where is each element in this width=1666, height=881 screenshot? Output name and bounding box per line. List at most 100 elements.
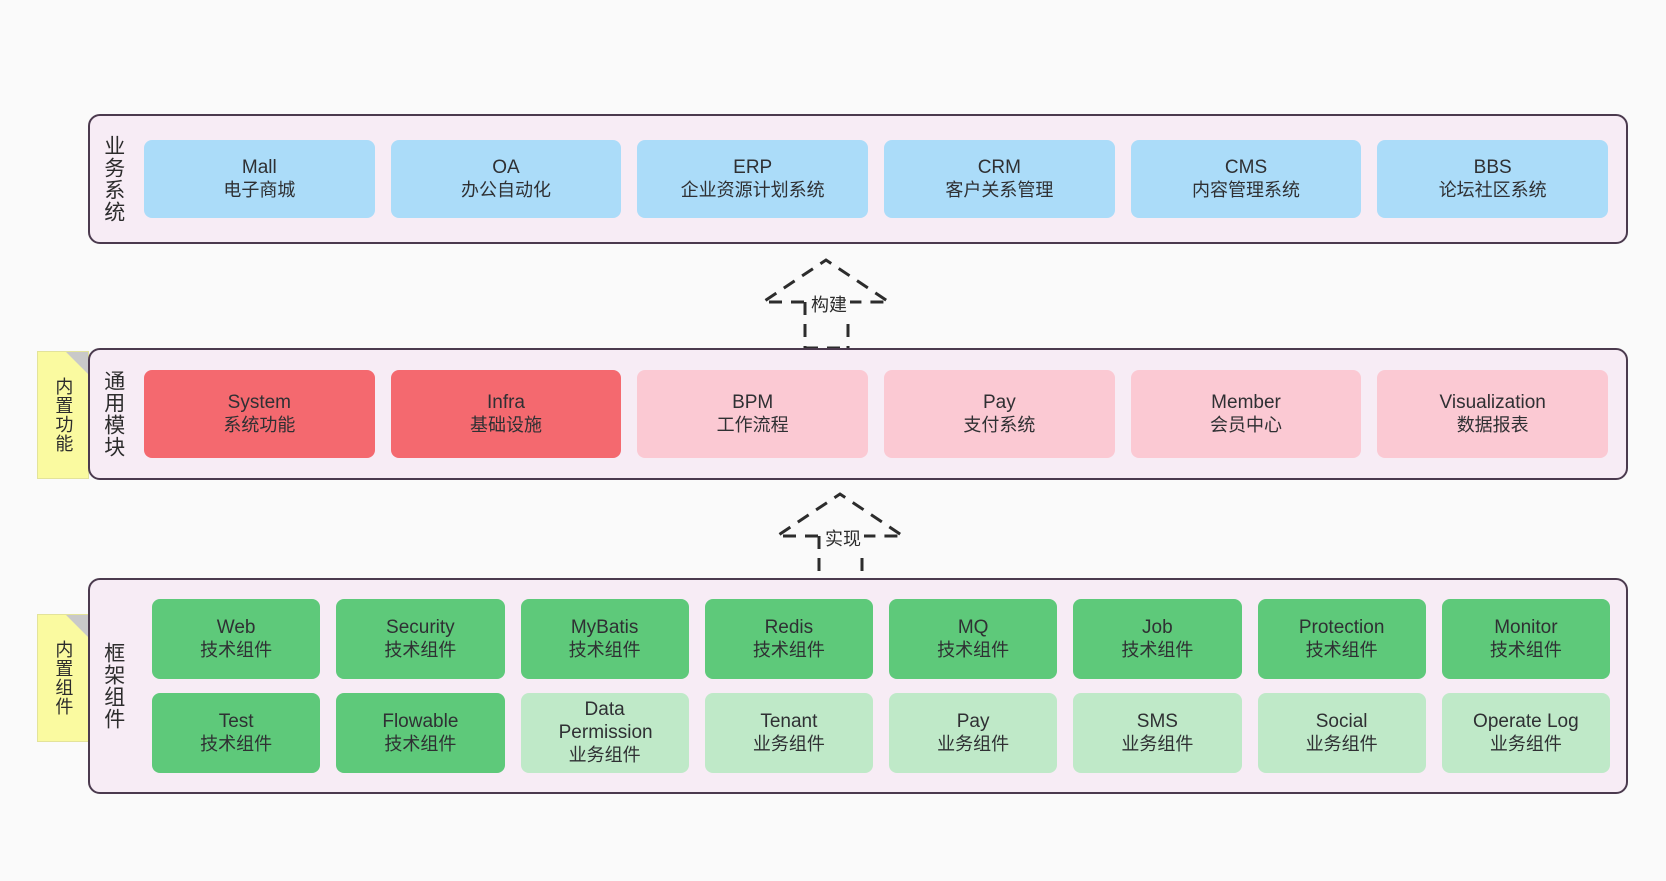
card-data-permission[interactable]: Data Permission 业务组件 <box>520 693 689 773</box>
card-title: System <box>227 391 292 413</box>
card-subtitle: 办公自动化 <box>461 179 551 200</box>
card-subtitle: 业务组件 <box>1489 733 1562 754</box>
card-job[interactable]: Job 技术组件 <box>1073 599 1242 679</box>
card-slot: MyBatis 技术组件 <box>513 599 697 679</box>
card-title: BPM <box>732 391 774 413</box>
card-slot: Visualization 数据报表 <box>1369 370 1616 458</box>
card-social[interactable]: Social 业务组件 <box>1257 693 1426 773</box>
card-cms[interactable]: CMS 内容管理系统 <box>1130 140 1362 218</box>
card-slot: Redis 技术组件 <box>697 599 881 679</box>
card-subtitle: 技术组件 <box>1489 639 1562 660</box>
card-bbs[interactable]: BBS 论坛社区系统 <box>1377 140 1609 218</box>
card-subtitle: 技术组件 <box>568 639 641 660</box>
card-mq[interactable]: MQ 技术组件 <box>889 599 1058 679</box>
card-slot: Operate Log 业务组件 <box>1434 693 1618 773</box>
layer-title-business-system: 业务系统 <box>101 135 125 223</box>
card-bpm[interactable]: BPM 工作流程 <box>637 370 869 458</box>
card-slot: Monitor 技术组件 <box>1434 599 1618 679</box>
card-erp[interactable]: ERP 企业资源计划系统 <box>637 140 869 218</box>
card-subtitle: 业务组件 <box>1305 733 1378 754</box>
card-slot: Infra 基础设施 <box>383 370 630 458</box>
connector-realize: 实现 <box>770 492 930 584</box>
card-slot: Web 技术组件 <box>144 599 328 679</box>
card-slot: Pay 业务组件 <box>881 693 1065 773</box>
card-sms[interactable]: SMS 业务组件 <box>1073 693 1242 773</box>
card-title: MQ <box>957 616 989 638</box>
card-visualization[interactable]: Visualization 数据报表 <box>1377 370 1609 458</box>
card-title: Pay <box>982 391 1016 413</box>
card-operate-log[interactable]: Operate Log 业务组件 <box>1441 693 1610 773</box>
card-crm[interactable]: CRM 客户关系管理 <box>884 140 1115 218</box>
layer-common-module: 通用模块 System 系统功能 Infra 基础设施 BPM 工作流程 Pay… <box>88 348 1628 480</box>
connector-realize-label: 实现 <box>822 529 864 550</box>
card-title: CRM <box>977 156 1021 178</box>
card-member[interactable]: Member 会员中心 <box>1130 370 1362 458</box>
card-title: SMS <box>1136 710 1178 732</box>
card-slot: MQ 技术组件 <box>881 599 1065 679</box>
card-slot: Member 会员中心 <box>1123 370 1370 458</box>
card-title: BBS <box>1473 156 1512 178</box>
card-system[interactable]: System 系统功能 <box>144 370 375 458</box>
card-subtitle: 技术组件 <box>384 733 457 754</box>
card-slot: OA 办公自动化 <box>383 140 630 218</box>
card-title: OA <box>492 156 520 178</box>
card-pay[interactable]: Pay 支付系统 <box>884 370 1115 458</box>
card-redis[interactable]: Redis 技术组件 <box>704 599 873 679</box>
card-subtitle: 基础设施 <box>470 414 542 435</box>
layer-framework-component: 框架组件 Web 技术组件 Security 技术组件 MyBatis 技术组件 <box>88 578 1628 794</box>
card-slot: Tenant 业务组件 <box>697 693 881 773</box>
card-slot: CMS 内容管理系统 <box>1123 140 1370 218</box>
card-title: Monitor <box>1494 616 1558 638</box>
common-module-cards: System 系统功能 Infra 基础设施 BPM 工作流程 Pay 支付系统 <box>136 350 1626 478</box>
card-title: MyBatis <box>570 616 639 638</box>
card-monitor[interactable]: Monitor 技术组件 <box>1441 599 1610 679</box>
card-mybatis[interactable]: MyBatis 技术组件 <box>520 599 689 679</box>
card-subtitle: 业务组件 <box>1121 733 1194 754</box>
layer-title-common-module: 通用模块 <box>101 370 125 458</box>
card-security[interactable]: Security 技术组件 <box>336 599 505 679</box>
card-title: Data Permission <box>558 699 653 744</box>
note-label: 内置组件 <box>53 640 74 716</box>
card-subtitle: 客户关系管理 <box>945 179 1054 200</box>
card-web[interactable]: Web 技术组件 <box>152 599 321 679</box>
card-title: Test <box>218 710 254 732</box>
card-subtitle: 系统功能 <box>223 414 296 435</box>
card-subtitle: 企业资源计划系统 <box>680 179 825 200</box>
card-test[interactable]: Test 技术组件 <box>152 693 321 773</box>
card-infra[interactable]: Infra 基础设施 <box>390 370 622 458</box>
framework-component-cards: Web 技术组件 Security 技术组件 MyBatis 技术组件 Redi… <box>136 580 1626 792</box>
card-slot: System 系统功能 <box>136 370 383 458</box>
card-oa[interactable]: OA 办公自动化 <box>390 140 622 218</box>
layer-business-system: 业务系统 Mall 电子商城 OA 办公自动化 ERP 企业资源计划系统 CRM… <box>88 114 1628 244</box>
card-subtitle: 电子商城 <box>223 179 296 200</box>
card-subtitle: 技术组件 <box>200 639 273 660</box>
card-tenant[interactable]: Tenant 业务组件 <box>704 693 873 773</box>
card-title: Security <box>386 616 455 638</box>
card-slot: BPM 工作流程 <box>629 370 876 458</box>
card-mall[interactable]: Mall 电子商城 <box>144 140 375 218</box>
card-title: Tenant <box>760 710 818 732</box>
card-flowable[interactable]: Flowable 技术组件 <box>336 693 505 773</box>
card-title: Member <box>1211 391 1281 413</box>
card-subtitle: 技术组件 <box>1121 639 1194 660</box>
card-slot: BBS 论坛社区系统 <box>1369 140 1616 218</box>
card-slot: Social 业务组件 <box>1250 693 1434 773</box>
card-slot: ERP 企业资源计划系统 <box>629 140 876 218</box>
card-title: Infra <box>486 391 526 413</box>
card-title: ERP <box>733 156 773 178</box>
card-subtitle: 工作流程 <box>716 414 789 435</box>
card-subtitle: 数据报表 <box>1456 414 1529 435</box>
card-subtitle: 会员中心 <box>1210 414 1283 435</box>
card-subtitle: 业务组件 <box>752 733 825 754</box>
layer-title-framework-component: 框架组件 <box>101 642 125 730</box>
connector-build: 构建 <box>756 258 916 350</box>
card-subtitle: 业务组件 <box>568 745 641 765</box>
card-protection[interactable]: Protection 技术组件 <box>1257 599 1426 679</box>
business-system-cards: Mall 电子商城 OA 办公自动化 ERP 企业资源计划系统 CRM 客户关系… <box>136 116 1626 242</box>
card-subtitle: 技术组件 <box>937 639 1010 660</box>
card-slot: Security 技术组件 <box>328 599 512 679</box>
note-fold-corner <box>66 352 88 374</box>
card-title: Job <box>1142 616 1173 638</box>
card-pay-biz[interactable]: Pay 业务组件 <box>889 693 1058 773</box>
connector-build-label: 构建 <box>808 295 850 316</box>
